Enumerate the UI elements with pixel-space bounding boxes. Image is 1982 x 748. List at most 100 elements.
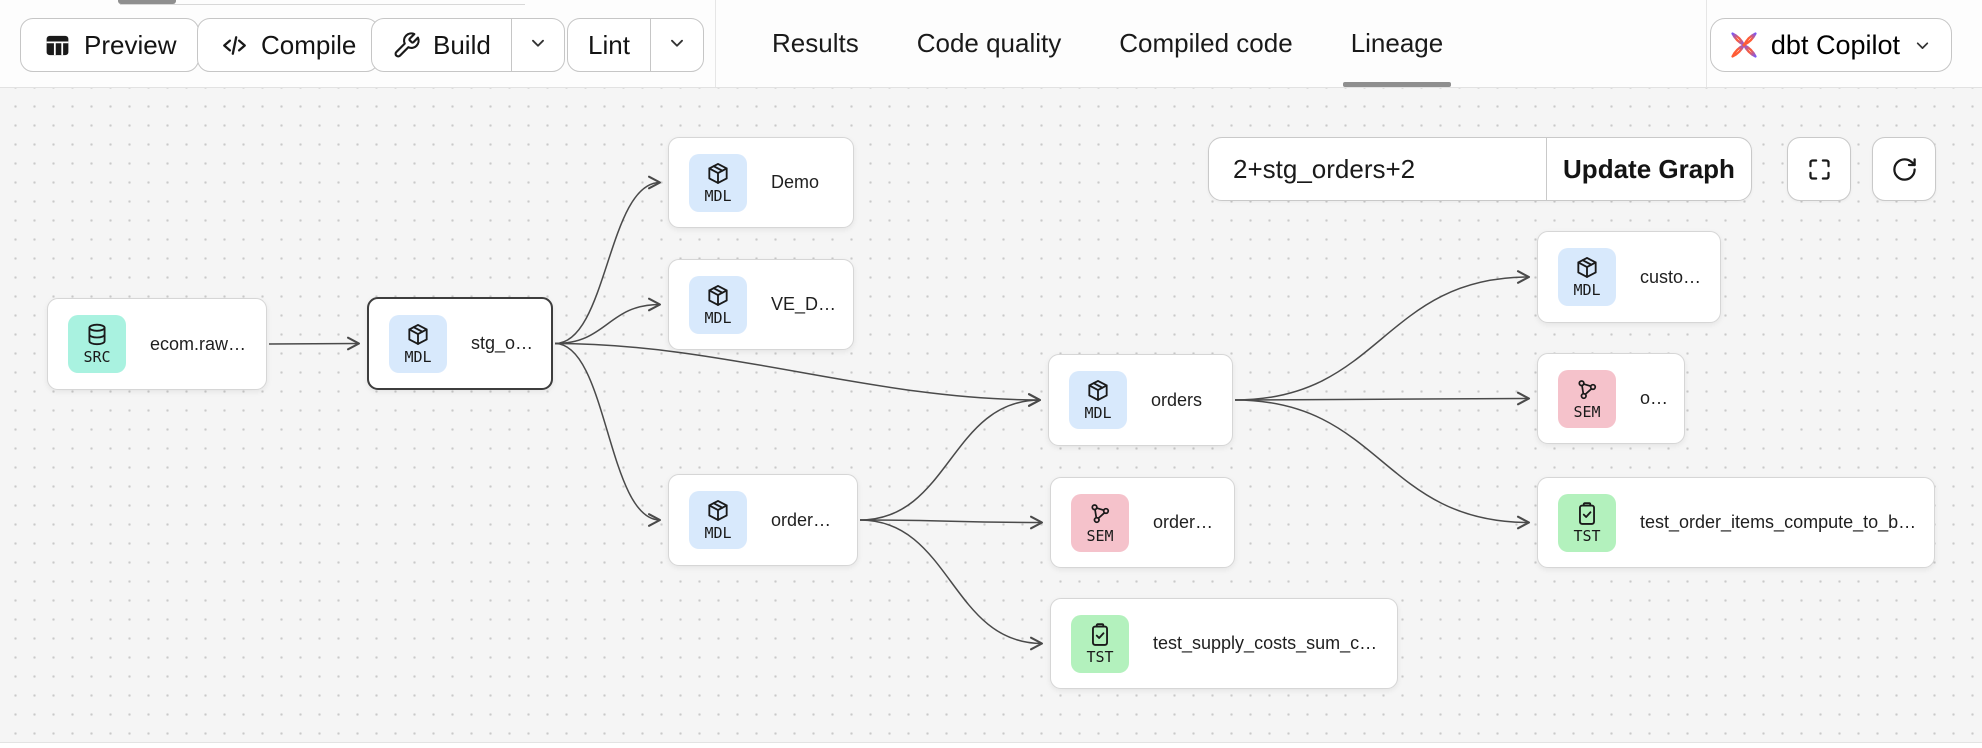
test-icon [1574,501,1600,527]
node-type-badge-label: SRC [83,348,111,366]
tab-code-quality[interactable]: Code quality [916,28,1062,58]
preview-button[interactable]: Preview [20,18,200,72]
refresh-icon [1891,156,1918,183]
graph-selector-group: Update Graph [1208,137,1752,201]
mdl-type-badge: MDL [689,153,747,212]
mdl-type-badge: MDL [1558,248,1616,306]
node-type-badge-label: SEM [1086,526,1114,545]
cube-icon [405,322,431,348]
mdl-type-badge: MDL [1069,371,1127,429]
tst-type-badge: TST [1071,614,1129,673]
lineage-node-ecom_raw_orders[interactable]: SRC ecom.raw_orders [47,298,267,390]
lineage-node-order_items[interactable]: MDL order_items [668,474,858,566]
edge-stg_orders-to-order_items [554,342,662,527]
panel-header: Preview Compile Build Lint Results [0,0,1982,88]
tab-compiled-code[interactable]: Compiled code [1119,28,1293,58]
node-label: order_items [771,509,841,530]
cube-icon [705,283,731,309]
node-type-badge-label: MDL [704,308,732,327]
node-label: customers [1640,266,1704,287]
node-label: test_order_items_compute_to_bools_c... [1640,512,1918,532]
node-label: VE_Demo [771,294,837,314]
edge-orders_model-to-customers [1234,270,1531,401]
expand-icon [1806,156,1833,183]
header-divider-right [1706,0,1707,87]
node-label: Demo [771,172,820,192]
compile-button[interactable]: Compile [197,18,380,72]
mdl-type-badge: MDL [389,314,447,373]
node-label: stg_orders [471,333,535,353]
node-label: orders [1151,389,1203,410]
cube-icon [705,498,731,524]
tab-results[interactable]: Results [772,28,859,58]
edge-stg_orders-to-orders_model [554,342,1042,407]
cropped-tab-indicator [118,0,176,4]
node-type-badge-label: TST [1086,647,1114,666]
cropped-panel-edge [120,4,525,5]
node-type-badge-label: MDL [404,347,432,366]
edge-order_items-to-orders_model [859,393,1042,521]
refresh-graph-button[interactable] [1872,137,1936,201]
test-icon [1087,622,1113,648]
edge-orders_model-to-test_order_items [1234,399,1531,530]
cube-icon [1574,255,1600,281]
node-type-badge-label: TST [1573,526,1601,545]
mdl-type-badge: MDL [689,275,747,334]
tab-lineage[interactable]: Lineage [1342,0,1451,87]
semantic-model-icon [1574,377,1600,403]
wrench-icon [392,31,421,60]
table-icon [43,31,72,60]
sem-type-badge: SEM [1558,369,1616,428]
header-divider-left [715,0,716,87]
cube-icon [1085,378,1111,404]
edge-ecom_raw_orders-to-stg_orders [268,336,361,351]
lint-split-button: Lint [567,18,704,72]
panel-bottom-strip [0,742,1982,748]
mdl-type-badge: MDL [689,491,747,549]
node-type-badge-label: MDL [1084,404,1112,422]
lineage-node-customers[interactable]: MDL customers [1537,231,1721,323]
lint-button-label: Lint [588,29,630,60]
chevron-down-icon [1912,35,1933,56]
node-type-badge-label: MDL [1573,281,1601,299]
lineage-edges-layer [268,175,1531,651]
node-type-badge-label: MDL [704,186,732,205]
preview-button-label: Preview [84,29,177,60]
lint-dropdown-button[interactable] [649,19,703,71]
build-button[interactable]: Build [372,19,511,71]
lint-button[interactable]: Lint [568,19,650,71]
node-type-badge-label: MDL [704,524,732,542]
node-label: test_supply_costs_sum_correctly [1153,633,1381,653]
compile-button-label: Compile [261,29,357,60]
lineage-node-ve_demo[interactable]: MDL VE_Demo [668,259,854,350]
edge-orders_model-to-orders_sem [1234,391,1531,406]
update-graph-button[interactable]: Update Graph [1546,138,1751,200]
lineage-node-orders_model[interactable]: MDL orders [1048,354,1233,446]
build-dropdown-button[interactable] [510,19,564,71]
edge-order_items-to-test_supply_costs [859,519,1044,651]
copilot-spark-icon [1729,30,1759,60]
src-type-badge: SRC [68,315,126,373]
build-button-label: Build [433,29,491,60]
database-icon [84,322,110,348]
lineage-node-demo[interactable]: MDL Demo [668,137,854,228]
chevron-down-icon [527,30,549,61]
sem-type-badge: SEM [1071,493,1129,552]
lineage-node-test_order_items[interactable]: TST test_order_items_compute_to_bools_c.… [1537,477,1935,568]
lineage-node-orders_sem[interactable]: SEM orders [1537,353,1685,444]
node-label: order_item [1153,512,1218,532]
lineage-node-test_supply_costs[interactable]: TST test_supply_costs_sum_correctly [1050,598,1398,689]
copilot-button-label: dbt Copilot [1770,29,1900,60]
edge-stg_orders-to-ve_demo [554,297,662,345]
lineage-node-order_item_sem[interactable]: SEM order_item [1050,477,1235,568]
dbt-copilot-button[interactable]: dbt Copilot [1709,18,1952,72]
tst-type-badge: TST [1558,493,1616,552]
semantic-model-icon [1087,501,1113,527]
graph-selector-input[interactable] [1209,138,1546,200]
fullscreen-button[interactable] [1787,137,1851,201]
lineage-canvas[interactable]: Update Graph SRC ecom.raw_orders MDL stg… [0,88,1982,742]
cube-icon [705,161,731,187]
edge-stg_orders-to-demo [554,175,662,345]
lineage-node-stg_orders[interactable]: MDL stg_orders [367,297,553,390]
